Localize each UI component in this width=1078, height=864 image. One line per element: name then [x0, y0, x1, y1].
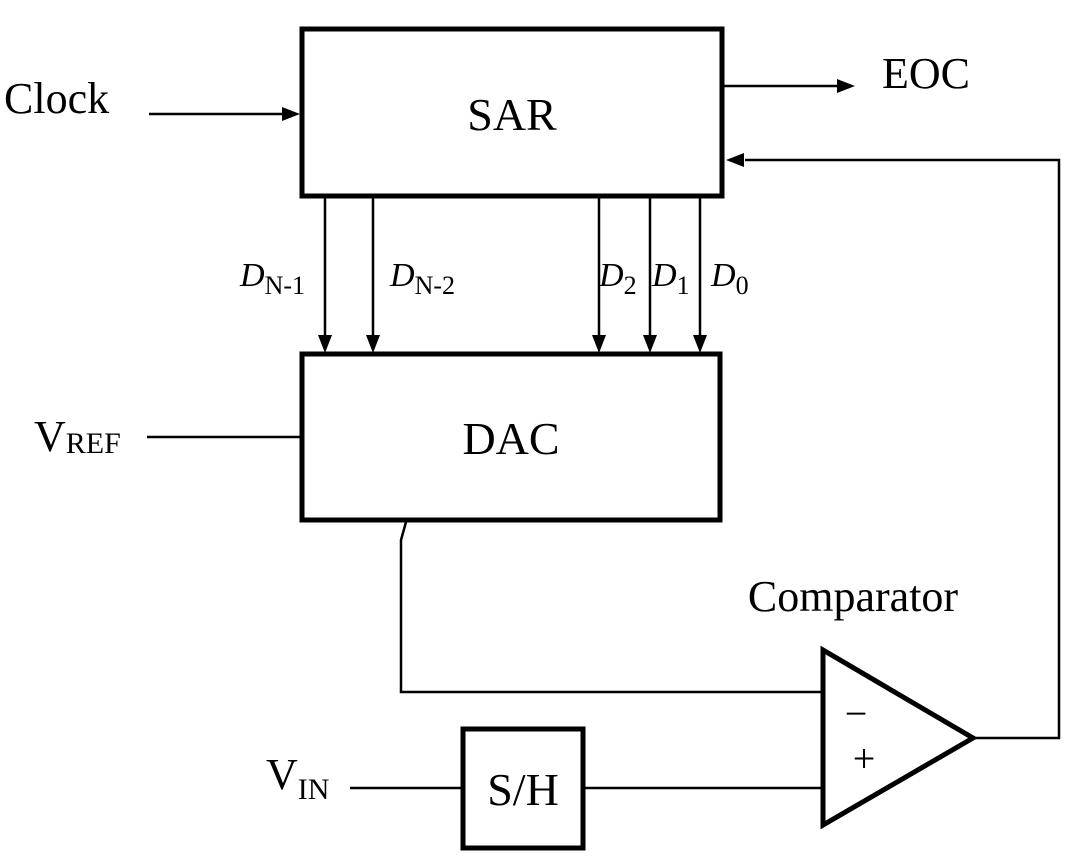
vref-label-sub: REF: [66, 427, 121, 460]
bit-line-dn-2: DN-2: [366, 198, 455, 353]
dac-to-comparator-wire: [399, 521, 823, 694]
feedback-arrowhead: [726, 153, 744, 167]
vref-label-main: V: [34, 412, 66, 461]
bit-label-dn-2-sub: N-2: [415, 271, 455, 300]
bit-label-d1-sub: 1: [677, 271, 690, 300]
bit-line-dn-1: DN-1: [239, 198, 332, 353]
comparator-plus-sign: +: [853, 736, 876, 781]
bit-line-d1: D1: [643, 198, 690, 353]
svg-text:D0: D0: [710, 257, 749, 300]
bit-line-d0: D0: [693, 198, 749, 353]
clock-label: Clock: [4, 74, 109, 123]
eoc-signal: EOC: [724, 49, 970, 98]
sample-hold-block: S/H: [460, 726, 586, 851]
comparator-label: Comparator: [748, 572, 959, 621]
bit-label-dn-1-main: D: [239, 257, 265, 294]
svg-text:DN-1: DN-1: [239, 257, 305, 300]
vin-signal: VIN: [266, 750, 461, 806]
bit-line-d2: D2: [592, 198, 637, 353]
eoc-label: EOC: [882, 49, 970, 98]
comparator-minus-sign: −: [845, 691, 868, 736]
bit-lines: DN-1 DN-2 D2 D1: [239, 198, 749, 353]
svg-text:DN-2: DN-2: [389, 257, 455, 300]
svg-text:D1: D1: [651, 257, 690, 300]
clock-arrowhead: [282, 107, 300, 121]
sample-hold-label: S/H: [487, 764, 559, 815]
vin-label-sub: IN: [298, 773, 330, 806]
bit-label-d1-main: D: [651, 257, 677, 294]
dac-label: DAC: [462, 413, 559, 464]
eoc-arrowhead: [837, 79, 855, 93]
feedback-wire: [726, 153, 1061, 740]
sar-block: SAR: [299, 26, 725, 199]
svg-text:D2: D2: [598, 257, 637, 300]
bit-label-d2-main: D: [598, 257, 624, 294]
bit-label-dn-2-main: D: [389, 257, 415, 294]
bit-label-d0-main: D: [710, 257, 736, 294]
sar-label: SAR: [467, 89, 557, 140]
svg-text:VREF: VREF: [34, 412, 121, 461]
vin-label-main: V: [266, 750, 298, 799]
dac-block: DAC: [299, 351, 723, 523]
vref-signal: VREF: [34, 412, 300, 461]
bit-label-dn-1-sub: N-1: [265, 271, 305, 300]
bit-label-d2-sub: 2: [624, 271, 637, 300]
clock-signal: Clock: [4, 74, 300, 123]
comparator-block: − +: [820, 645, 978, 830]
svg-text:VIN: VIN: [266, 750, 329, 806]
bit-label-d0-sub: 0: [736, 271, 749, 300]
